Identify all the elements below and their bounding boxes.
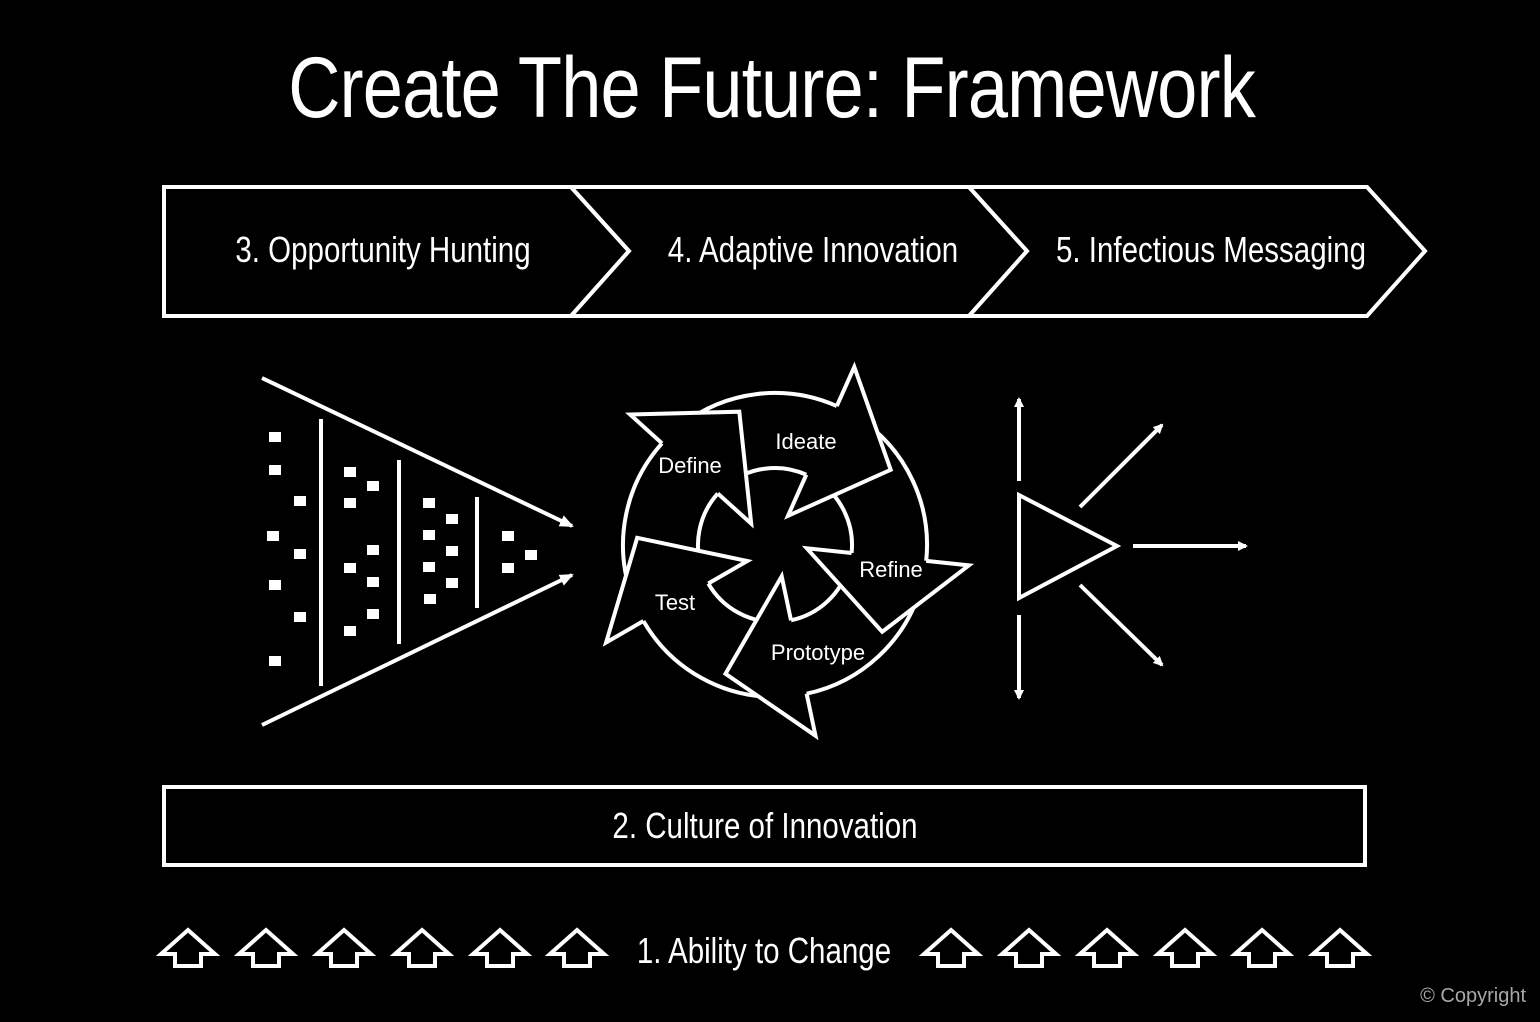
culture-of-innovation-box [162, 785, 1367, 867]
page-title: Create The Future: Framework [288, 40, 1256, 136]
stage-label-5: 5. Infectious Messaging [1056, 229, 1366, 269]
cycle-arrows-icon: Define Ideate Refine Prototype Test [602, 361, 975, 741]
up-arrow-icon [922, 928, 980, 968]
up-arrow-icon [1000, 928, 1058, 968]
up-arrow-icon [471, 928, 529, 968]
up-arrow-icon [237, 928, 295, 968]
copyright-notice: © Copyright [1420, 985, 1526, 1007]
ability-arrows-left [159, 928, 606, 968]
ability-to-change-label: 1. Ability to Change [637, 930, 891, 970]
cycle-label-test: Test [655, 590, 695, 615]
funnel-icon [261, 376, 574, 727]
stage-label-3: 3. Opportunity Hunting [235, 229, 530, 269]
up-arrow-icon [1311, 928, 1369, 968]
ability-arrows-right [922, 928, 1369, 968]
stage-infectious-messaging [964, 185, 1428, 318]
up-arrow-icon [159, 928, 217, 968]
stage-chevrons [162, 185, 1428, 318]
up-arrow-icon [1156, 928, 1214, 968]
cycle-label-refine: Refine [859, 557, 923, 582]
up-arrow-icon [1078, 928, 1136, 968]
stage-label-4: 4. Adaptive Innovation [668, 229, 958, 269]
cycle-label-prototype: Prototype [771, 640, 865, 665]
up-arrow-icon [315, 928, 373, 968]
up-arrow-icon [548, 928, 606, 968]
cycle-label-define: Define [658, 453, 722, 478]
culture-of-innovation-label: 2. Culture of Innovation [612, 805, 917, 845]
up-arrow-icon [1233, 928, 1291, 968]
cycle-label-ideate: Ideate [775, 429, 836, 454]
broadcast-icon [1014, 397, 1248, 700]
up-arrow-icon [393, 928, 451, 968]
